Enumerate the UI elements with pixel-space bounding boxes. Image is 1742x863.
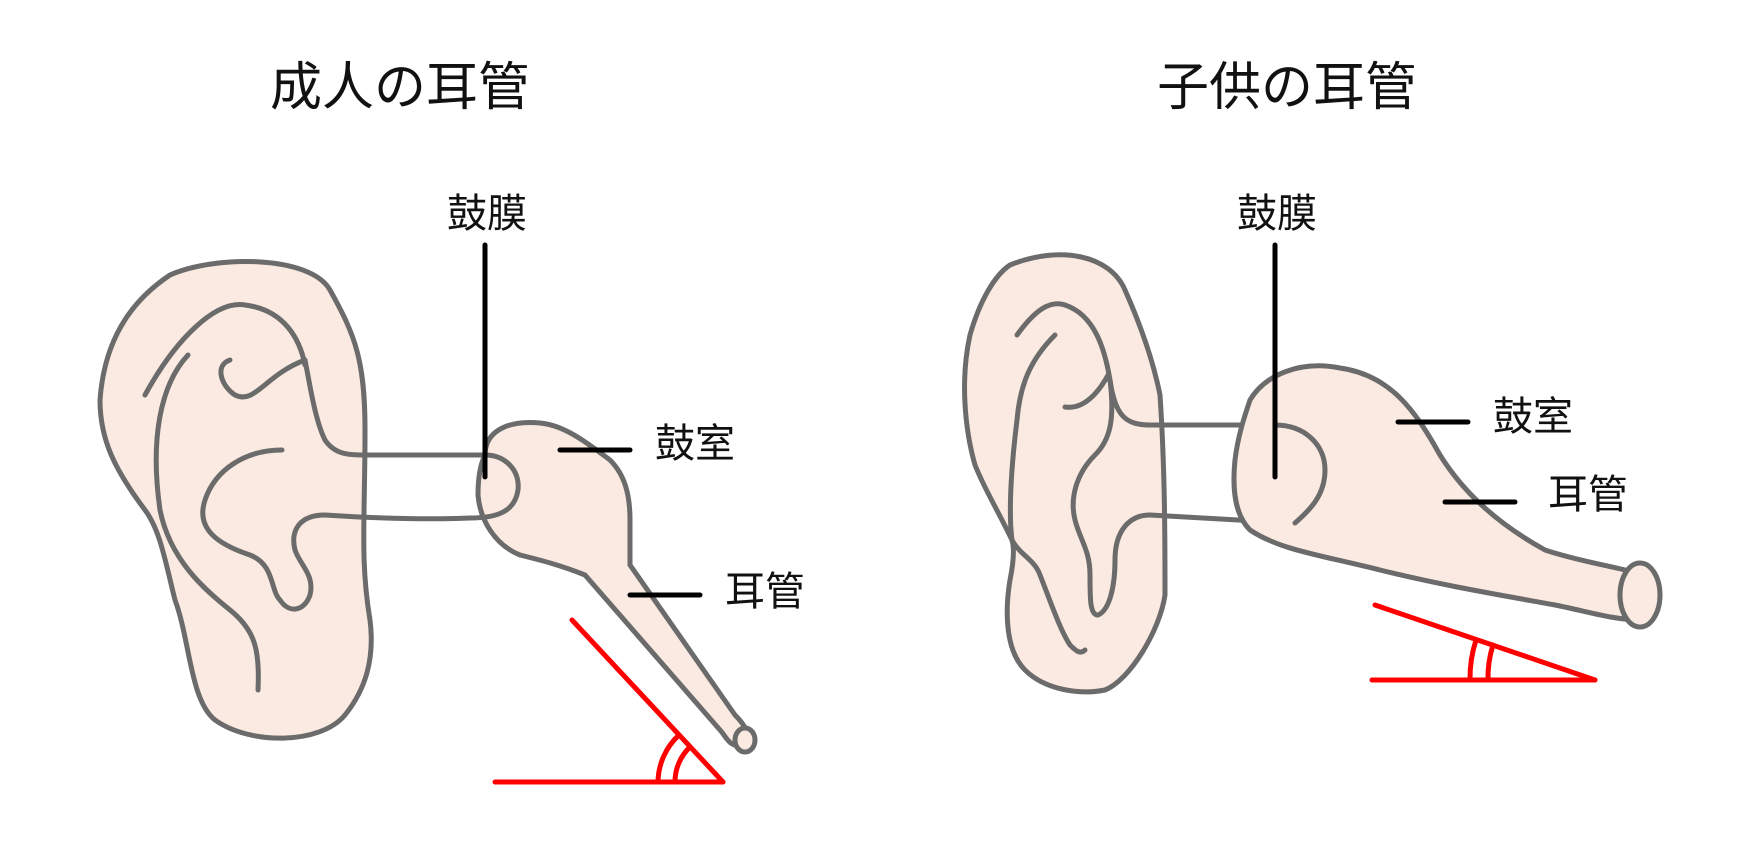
child-ear-canal [1107,377,1278,428]
child-angle-arc-inner [1485,642,1496,683]
adult-angle-arc-outer [655,732,682,785]
child-angle-incline [1372,602,1598,683]
adult-tube-label: 耳管 [725,569,805,615]
adult-helix-line [142,302,308,398]
adult-title: 成人の耳管 [270,58,530,118]
adult-concha-line [200,447,328,612]
child-concha-line [1070,377,1153,618]
adult-tympanic-cavity [475,419,751,748]
child-eardrum-label: 鼓膜 [1237,191,1317,237]
adult-eardrum-label: 鼓膜 [447,191,527,237]
child-tube-label: 耳管 [1548,472,1628,518]
adult-angle-arc-inner [672,744,693,785]
child-title: 子供の耳管 [1157,58,1417,118]
adult-antihelix-line [153,352,261,693]
adult-panel: 成人の耳管 鼓膜 鼓室 耳管 [97,58,805,785]
adult-angle-indicator [492,617,726,785]
adult-outer-ear [97,258,374,741]
child-panel: 子供の耳管 鼓膜 鼓室 耳管 [962,58,1663,695]
child-helix-line [1014,301,1113,383]
child-eardrum [1272,422,1328,526]
child-antihelix-line [1007,332,1088,655]
adult-ear-canal-lower [322,512,473,522]
adult-cavity-label: 鼓室 [655,421,735,467]
child-outer-ear [962,252,1168,695]
child-cavity-label: 鼓室 [1493,394,1573,440]
adult-tragus-line [218,357,308,400]
child-angle-arc-outer [1467,637,1479,683]
adult-angle-incline [569,617,726,785]
child-angle-indicator [1369,602,1598,683]
adult-tube-opening [732,725,758,755]
adult-eardrum [467,452,521,521]
child-tympanic-cavity [1231,363,1643,623]
child-tragus-line [1062,372,1111,410]
child-tube-opening [1617,560,1663,630]
adult-ear-canal [302,357,488,458]
